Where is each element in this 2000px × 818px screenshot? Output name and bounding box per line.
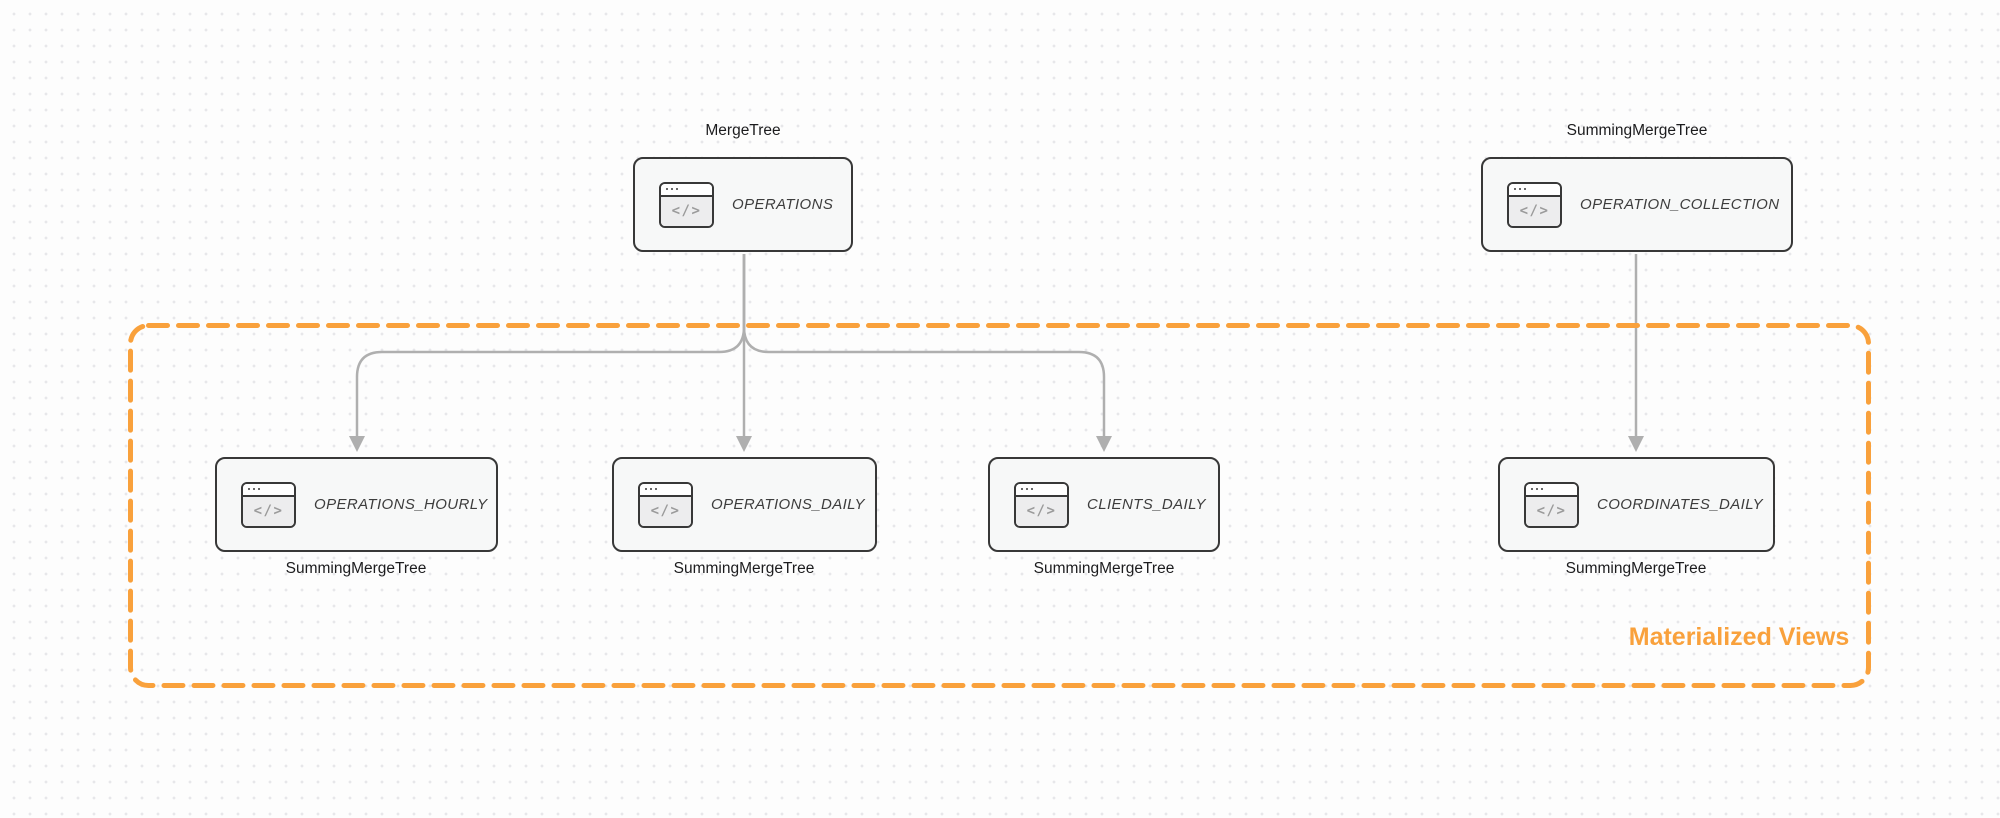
node-operations: </> OPERATIONS: [633, 157, 853, 252]
code-window-icon: </>: [241, 481, 296, 528]
arrowhead-operations-daily: [736, 436, 752, 452]
code-glyph: </>: [640, 496, 691, 526]
engine-label-operations: MergeTree: [705, 122, 781, 139]
code-window-icon: </>: [659, 181, 714, 228]
window-titlebar-dots: [1509, 183, 1560, 197]
window-titlebar-dots: [243, 483, 294, 497]
code-glyph: </>: [243, 496, 294, 526]
arrowhead-clients-daily: [1096, 436, 1112, 452]
engine-label-operations-hourly: SummingMergeTree: [285, 560, 427, 577]
node-title-clients-daily: CLIENTS_DAILY: [1087, 496, 1206, 513]
node-clients-daily: </> CLIENTS_DAILY: [988, 457, 1220, 552]
engine-label-clients-daily: SummingMergeTree: [1033, 560, 1175, 577]
engine-label-operations-daily: SummingMergeTree: [673, 560, 815, 577]
code-glyph: </>: [1509, 196, 1560, 226]
edge-operations-to-clients-daily: [742, 254, 1106, 437]
code-window-icon: </>: [1524, 481, 1579, 528]
engine-label-coordinates-daily: SummingMergeTree: [1565, 560, 1707, 577]
code-window-icon: </>: [1507, 181, 1562, 228]
code-window-icon: </>: [1014, 481, 1069, 528]
arrowhead-coordinates-daily: [1628, 436, 1644, 452]
window-titlebar-dots: [1526, 483, 1577, 497]
window-titlebar-dots: [661, 183, 712, 197]
arrowhead-operations-hourly: [349, 436, 365, 452]
edge-operations-to-operations-hourly: [355, 254, 746, 437]
window-titlebar-dots: [640, 483, 691, 497]
node-title-operations-daily: OPERATIONS_DAILY: [711, 496, 865, 513]
node-title-operation-collection: OPERATION_COLLECTION: [1580, 196, 1780, 213]
code-window-icon: </>: [638, 481, 693, 528]
materialized-views-group-border: [128, 323, 1871, 688]
code-glyph: </>: [1526, 496, 1577, 526]
code-glyph: </>: [661, 196, 712, 226]
node-operations-daily: </> OPERATIONS_DAILY: [612, 457, 877, 552]
node-title-operations: OPERATIONS: [732, 196, 834, 213]
node-operations-hourly: </> OPERATIONS_HOURLY: [215, 457, 498, 552]
node-title-coordinates-daily: COORDINATES_DAILY: [1597, 496, 1764, 513]
node-title-operations-hourly: OPERATIONS_HOURLY: [314, 496, 488, 513]
materialized-views-label: Materialized Views: [1628, 623, 1850, 651]
code-glyph: </>: [1016, 496, 1067, 526]
node-coordinates-daily: </> COORDINATES_DAILY: [1498, 457, 1775, 552]
window-titlebar-dots: [1016, 483, 1067, 497]
engine-label-operation-collection: SummingMergeTree: [1566, 122, 1708, 139]
node-operation-collection: </> OPERATION_COLLECTION: [1481, 157, 1793, 252]
